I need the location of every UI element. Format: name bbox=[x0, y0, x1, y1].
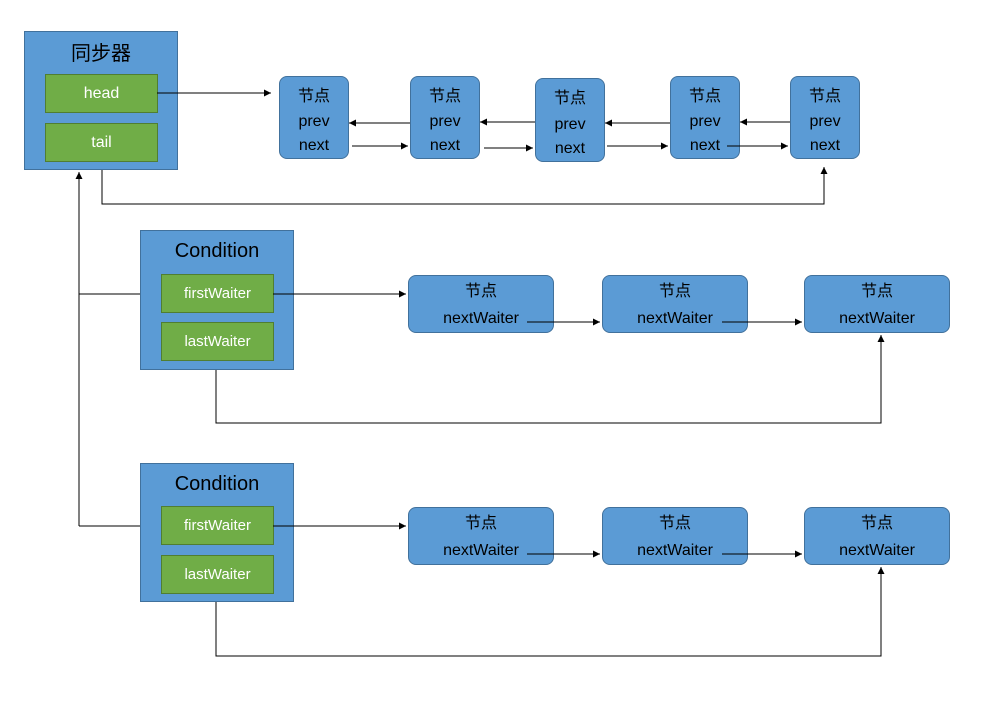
synchronizer-box: 同步器 head tail bbox=[24, 31, 178, 170]
next-waiter-field: nextWaiter bbox=[637, 542, 713, 559]
prev-field: prev bbox=[298, 113, 330, 130]
node-title: 节点 bbox=[553, 90, 586, 107]
condition-box: Condition firstWaiter lastWaiter bbox=[140, 230, 294, 370]
condition-node: 节点 nextWaiter bbox=[408, 275, 554, 333]
condition-node: 节点 nextWaiter bbox=[602, 275, 748, 333]
last-waiter-field: lastWaiter bbox=[161, 322, 274, 361]
condition-node: 节点 nextWaiter bbox=[602, 507, 748, 565]
first-waiter-field: firstWaiter bbox=[161, 506, 274, 545]
next-waiter-field: nextWaiter bbox=[839, 542, 915, 559]
condition-title: Condition bbox=[174, 473, 260, 495]
head-field: head bbox=[45, 74, 158, 113]
prev-field: prev bbox=[554, 116, 586, 133]
sync-node: 节点 prev next bbox=[670, 76, 740, 159]
synchronizer-title: 同步器 bbox=[71, 43, 131, 65]
node-title: 节点 bbox=[688, 88, 721, 105]
condition-title: Condition bbox=[174, 240, 260, 262]
node-title: 节点 bbox=[658, 515, 691, 532]
node-title: 节点 bbox=[658, 283, 691, 300]
prev-field: prev bbox=[809, 113, 841, 130]
condition-node: 节点 nextWaiter bbox=[804, 275, 950, 333]
first-waiter-field: firstWaiter bbox=[161, 274, 274, 313]
prev-field: prev bbox=[689, 113, 721, 130]
node-title: 节点 bbox=[428, 88, 461, 105]
sync-node: 节点 prev next bbox=[410, 76, 480, 159]
next-field: next bbox=[554, 140, 586, 157]
last-waiter-field: lastWaiter bbox=[161, 555, 274, 594]
tail-field: tail bbox=[45, 123, 158, 162]
next-waiter-field: nextWaiter bbox=[443, 310, 519, 327]
condition-node: 节点 nextWaiter bbox=[804, 507, 950, 565]
next-waiter-field: nextWaiter bbox=[839, 310, 915, 327]
sync-node: 节点 prev next bbox=[279, 76, 349, 159]
node-title: 节点 bbox=[297, 88, 330, 105]
sync-node: 节点 prev next bbox=[535, 78, 605, 162]
condition-box: Condition firstWaiter lastWaiter bbox=[140, 463, 294, 602]
node-title: 节点 bbox=[860, 515, 893, 532]
next-field: next bbox=[429, 137, 461, 154]
last-waiter-arrow bbox=[215, 567, 885, 657]
next-waiter-field: nextWaiter bbox=[637, 310, 713, 327]
next-field: next bbox=[298, 137, 330, 154]
node-title: 节点 bbox=[860, 283, 893, 300]
tail-pointer-arrow bbox=[101, 167, 828, 205]
next-field: next bbox=[809, 137, 841, 154]
last-waiter-arrow bbox=[215, 335, 885, 424]
prev-field: prev bbox=[429, 113, 461, 130]
node-title: 节点 bbox=[464, 283, 497, 300]
sync-node: 节点 prev next bbox=[790, 76, 860, 159]
node-title: 节点 bbox=[464, 515, 497, 532]
next-waiter-field: nextWaiter bbox=[443, 542, 519, 559]
condition-node: 节点 nextWaiter bbox=[408, 507, 554, 565]
node-title: 节点 bbox=[808, 88, 841, 105]
next-field: next bbox=[689, 137, 721, 154]
